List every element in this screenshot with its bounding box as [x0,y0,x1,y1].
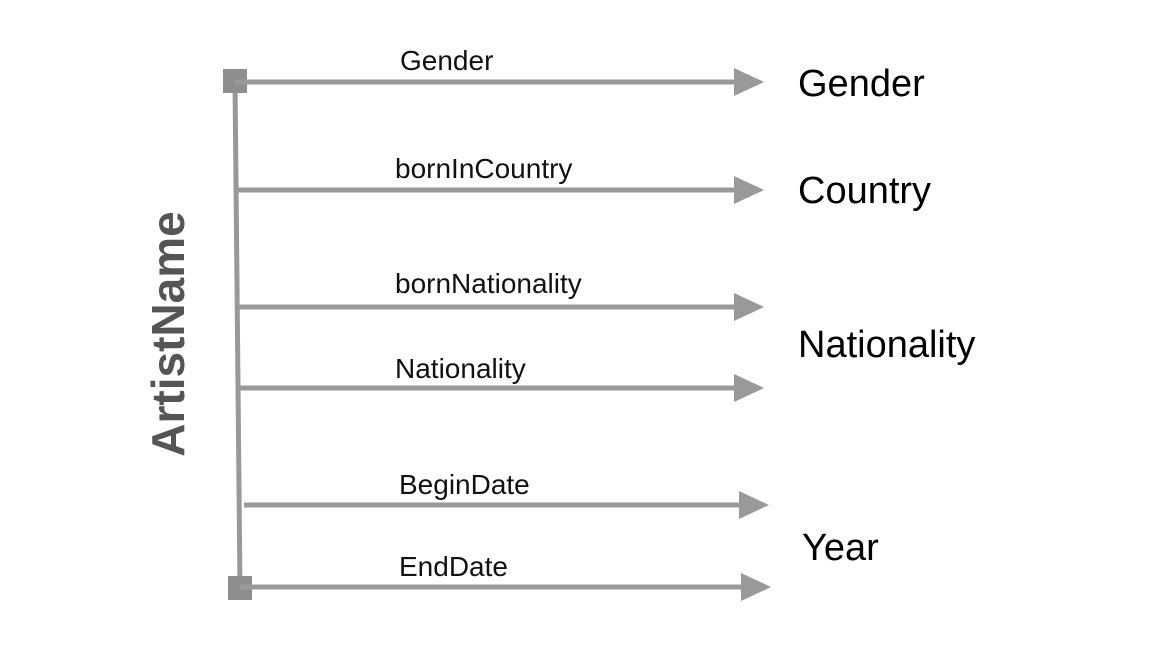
edge-end-date: EndDate [240,551,771,601]
target-country: Country [798,170,931,212]
arrowhead-icon [734,176,764,204]
edge-born-nationality: bornNationality [237,268,764,321]
arrowhead-icon [734,374,764,402]
target-gender: Gender [798,63,925,105]
edge-begin-date: BeginDate [244,469,769,519]
source-spine [232,81,243,589]
source-label: ArtistName [142,211,194,456]
edge-gender: Gender [235,45,764,96]
arrowhead-icon [734,293,764,321]
arrowhead-icon [741,573,771,601]
arrowhead-icon [734,68,764,96]
target-year: Year [802,527,879,569]
edge-label: Nationality [395,353,526,384]
edge-label: Gender [400,45,493,76]
edge-label: bornNationality [395,268,582,299]
edge-nationality: Nationality [238,353,764,402]
arrowhead-icon [739,491,769,519]
edge-born-in-country: bornInCountry [236,153,764,204]
target-nationality: Nationality [798,324,975,366]
edge-label: BeginDate [399,469,530,500]
edge-label: EndDate [399,551,508,582]
edge-label: bornInCountry [395,153,572,184]
